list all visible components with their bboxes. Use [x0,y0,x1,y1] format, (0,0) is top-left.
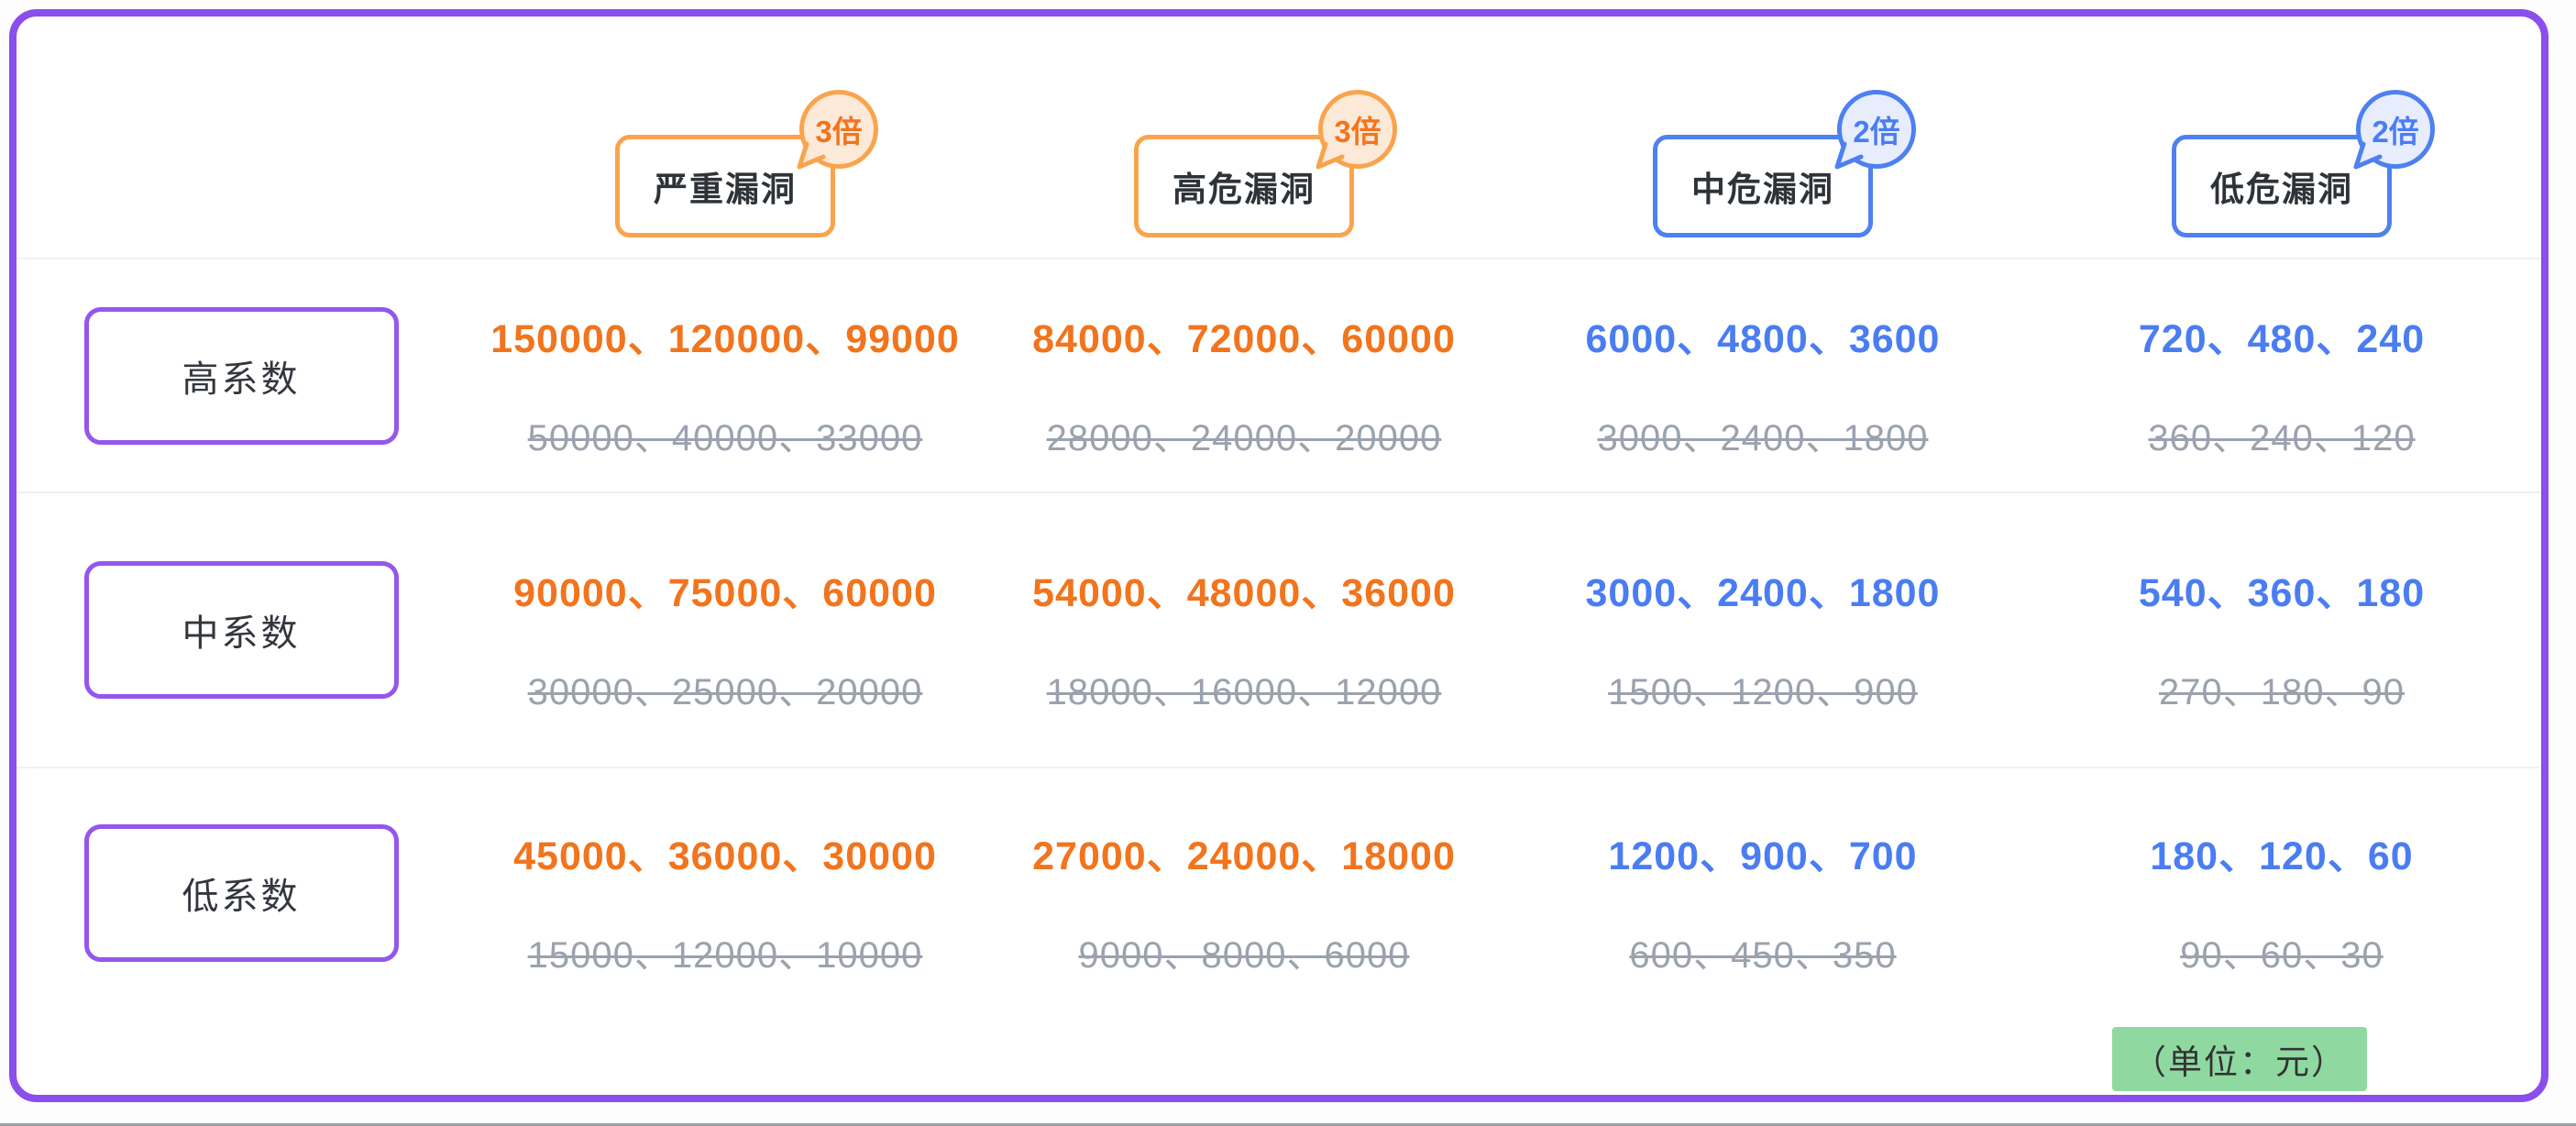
reward-table-card: 严重漏洞 3倍 高危漏洞 3倍 [9,9,2548,1102]
critical-vuln-label: 严重漏洞 [654,171,797,208]
header-row: 严重漏洞 3倍 高危漏洞 3倍 [17,17,2541,258]
old-values-strikethrough: 15000、12000、10000 [527,935,923,976]
row-label: 高系数 [182,359,301,400]
speech-bubble-tail-icon [2353,141,2383,170]
medium-vuln-label: 中危漏洞 [1691,171,1834,208]
row-label-col: 中系数 [17,493,466,767]
header-empty-corner [17,17,466,258]
column-header-medium: 中危漏洞 2倍 [1503,17,2022,258]
old-values-strikethrough: 600、450、350 [1629,935,1897,976]
table-cell: 720、480、240 360、240、120 [2022,259,2541,491]
table-cell: 540、360、180 270、180、90 [2022,493,2541,767]
new-values: 84000、72000、60000 [1032,316,1456,361]
row-label-col: 低系数 [17,768,466,1018]
table-row-medium-coefficient: 中系数 90000、75000、60000 30000、25000、20000 … [17,491,2541,767]
table-cell: 27000、24000、18000 9000、8000、6000 [985,768,1503,1018]
table-cell: 150000、120000、99000 50000、40000、33000 [466,259,985,491]
multiplier-badge-medium: 2倍 [1834,90,1916,170]
old-values-strikethrough: 28000、24000、20000 [1046,417,1442,458]
new-values: 6000、4800、3600 [1585,316,1941,361]
speech-bubble-tail-icon [797,141,826,170]
table-row-high-coefficient: 高系数 150000、120000、99000 50000、40000、3300… [17,258,2541,491]
low-vuln-box: 低危漏洞 2倍 [2172,90,2435,237]
critical-vuln-box: 严重漏洞 3倍 [615,90,878,237]
old-values-strikethrough: 1500、1200、900 [1608,672,1918,712]
table-cell: 3000、2400、1800 1500、1200、900 [1503,493,2022,767]
unit-note: （单位：元） [2112,1027,2367,1091]
multiplier-text: 3倍 [1334,115,1382,149]
new-values: 1200、900、700 [1608,834,1918,878]
new-values: 720、480、240 [2138,316,2426,361]
new-values: 150000、120000、99000 [490,316,960,361]
table-cell: 6000、4800、3600 3000、2400、1800 [1503,259,2022,491]
table-row-low-coefficient: 低系数 45000、36000、30000 15000、12000、10000 … [17,767,2541,1018]
row-label-box: 高系数 [83,306,399,445]
column-header-low: 低危漏洞 2倍 [2022,17,2541,258]
new-values: 54000、48000、36000 [1032,571,1456,615]
speech-bubble-tail-icon [1834,141,1864,170]
row-label: 中系数 [182,613,301,654]
medium-vuln-box: 中危漏洞 2倍 [1653,90,1916,237]
new-values: 45000、36000、30000 [513,834,937,878]
new-values: 90000、75000、60000 [513,571,937,615]
multiplier-text: 2倍 [2372,115,2419,149]
window-bottom-edge [0,1123,2576,1126]
multiplier-text: 2倍 [1853,115,1900,149]
new-values: 27000、24000、18000 [1032,834,1456,878]
column-header-critical: 严重漏洞 3倍 [466,17,985,258]
table-cell: 90000、75000、60000 30000、25000、20000 [466,493,985,767]
speech-bubble-tail-icon [1316,141,1345,170]
old-values-strikethrough: 90、60、30 [2180,935,2383,976]
new-values: 3000、2400、1800 [1585,571,1941,615]
multiplier-text: 3倍 [815,115,863,149]
table-cell: 54000、48000、36000 18000、16000、12000 [985,493,1503,767]
column-header-high: 高危漏洞 3倍 [985,17,1503,258]
old-values-strikethrough: 360、240、120 [2148,417,2416,458]
row-label: 低系数 [182,877,301,917]
table-cell: 45000、36000、30000 15000、12000、10000 [466,768,985,1018]
old-values-strikethrough: 9000、8000、6000 [1078,935,1410,976]
old-values-strikethrough: 50000、40000、33000 [527,417,923,458]
old-values-strikethrough: 270、180、90 [2159,672,2405,712]
new-values: 180、120、60 [2150,834,2414,878]
row-label-box: 中系数 [83,561,399,699]
high-vuln-box: 高危漏洞 3倍 [1134,90,1397,237]
old-values-strikethrough: 30000、25000、20000 [527,672,923,712]
old-values-strikethrough: 3000、2400、1800 [1597,417,1929,458]
multiplier-badge-high: 3倍 [1316,90,1397,170]
new-values: 540、360、180 [2138,571,2426,615]
table-cell: 84000、72000、60000 28000、24000、20000 [985,259,1503,491]
high-vuln-label: 高危漏洞 [1172,171,1316,208]
multiplier-badge-critical: 3倍 [797,90,878,170]
table-cell: 180、120、60 90、60、30 [2022,768,2541,1018]
old-values-strikethrough: 18000、16000、12000 [1046,672,1442,712]
low-vuln-label: 低危漏洞 [2210,171,2353,208]
row-label-box: 低系数 [83,824,399,962]
row-label-col: 高系数 [17,259,466,491]
table-cell: 1200、900、700 600、450、350 [1503,768,2022,1018]
multiplier-badge-low: 2倍 [2353,90,2435,170]
footer-row: （单位：元） [17,1018,2541,1095]
